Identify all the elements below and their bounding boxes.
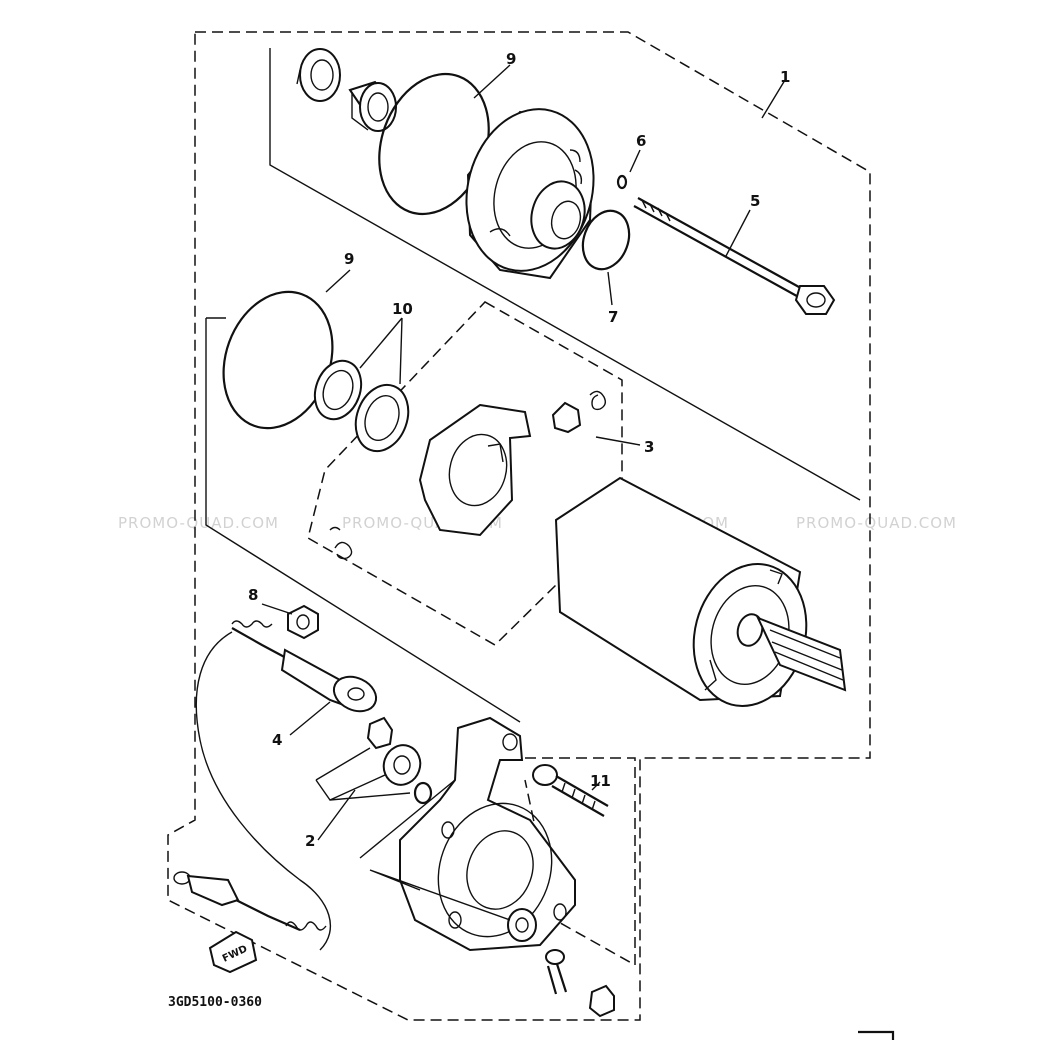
mounting-bolt [532,764,609,817]
watermark-1: PROMO-QUAD.COM [118,514,279,532]
callout-6: 6 [636,132,646,150]
oil-seal [296,48,341,102]
callout-2: 2 [305,832,315,850]
brush-spring [329,390,607,560]
watermark-4: PROMO-QUAD.COM [796,514,957,532]
callout-3: 3 [644,438,654,456]
needle-bearing [348,80,397,132]
watermark-row: PROMO-QUAD.COM PROMO-QUAD.COM PROMO-QUAD… [118,514,957,532]
yoke [554,476,847,707]
brush-screw [545,949,615,1018]
brush-kit-boundary [307,301,623,646]
callout-9-upper: 9 [506,50,516,68]
callouts: 1 2 3 4 5 6 7 8 9 9 10 11 [248,50,790,850]
diagram-code: 3GD5100-0360 [168,995,262,1010]
front-cover [465,108,595,280]
callout-11: 11 [590,772,611,790]
leader-lines [261,64,786,921]
frame-lines [205,48,861,723]
starter-cable [195,620,378,951]
callout-9-lower: 9 [344,250,354,268]
bolt-kit-boundary [524,757,636,967]
terminal-hardware [366,716,433,805]
callout-1: 1 [780,68,790,86]
callout-5: 5 [750,192,760,210]
through-bolt [633,197,836,315]
callout-7: 7 [608,308,618,326]
small-o-ring [616,174,628,190]
o-ring-cover [581,209,631,271]
nut [287,604,319,640]
callout-10: 10 [392,300,413,318]
corner-mark [858,1030,895,1040]
callout-4: 4 [272,731,282,749]
cable-terminal [173,871,327,932]
brush-plate [418,403,532,537]
callout-8: 8 [248,586,258,604]
assembly-boundary [167,31,871,1021]
washers [313,359,410,453]
fwd-arrow: FWD [208,930,258,974]
rear-cover [399,716,576,952]
